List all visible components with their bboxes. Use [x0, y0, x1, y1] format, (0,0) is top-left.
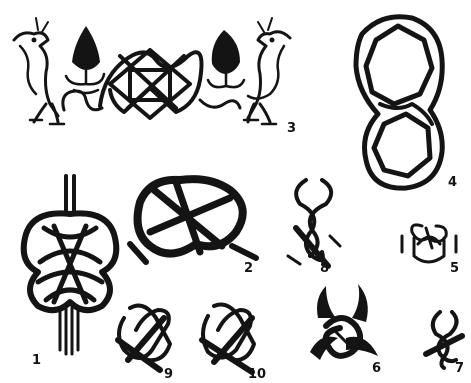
left-pine-cone-drawing	[66, 26, 104, 93]
figure-9-square-knot	[118, 306, 170, 370]
figure-8-vertical-knot	[288, 180, 340, 266]
right-pine-cone-drawing	[208, 30, 244, 87]
figure-1-tasselled-knot	[24, 176, 117, 354]
figure-4-double-loop	[356, 17, 442, 188]
figure-4-label: 4	[448, 176, 457, 189]
figure-3-label: 3	[287, 122, 296, 135]
figure-10-label: 10	[248, 368, 266, 381]
figure-2-rope-knot	[130, 179, 256, 262]
left-bird-drawing	[14, 18, 64, 124]
figure-6-leaf-knot	[310, 284, 378, 360]
figure-2-label: 2	[244, 262, 253, 275]
figure-8-label: 8	[320, 262, 329, 275]
figure-1-label: 1	[32, 354, 41, 367]
figure-9-label: 9	[164, 368, 173, 381]
figure-7-small-knot	[426, 312, 462, 368]
figure-10-square-knot	[202, 305, 254, 373]
figure-6-label: 6	[372, 362, 381, 375]
figure-5-label: 5	[450, 262, 459, 275]
right-bird-drawing	[244, 18, 290, 124]
figure-5-small-knot	[402, 225, 456, 262]
figure-7-label: 7	[455, 362, 464, 375]
figure-3-frieze	[14, 18, 290, 124]
